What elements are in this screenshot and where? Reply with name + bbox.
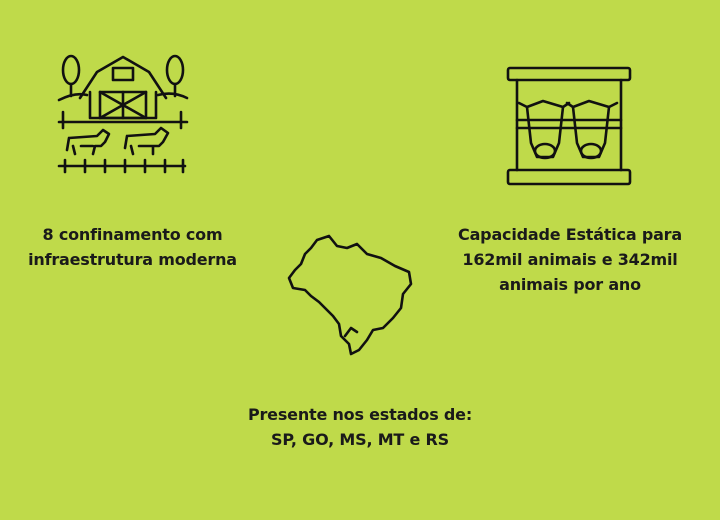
caption-line: SP, GO, MS, MT e RS [271,430,449,449]
caption-line: Capacidade Estática para [458,225,682,244]
capacity-caption: Capacidade Estática para 162mil animais … [440,222,700,297]
infrastructure-caption: 8 confinamento com infraestrutura modern… [0,222,265,272]
caption-line: 162mil animais e 342mil [462,250,678,269]
farm-icon [55,50,190,180]
brazil-map-icon [285,232,420,357]
caption-line: animais por ano [499,275,641,294]
caption-line: 8 confinamento com [42,225,223,244]
states-caption: Presente nos estados de: SP, GO, MS, MT … [220,402,500,452]
caption-line: Presente nos estados de: [247,405,473,424]
cattle-feedlot-icon [505,65,635,190]
caption-line: infraestrutura moderna [28,250,237,269]
